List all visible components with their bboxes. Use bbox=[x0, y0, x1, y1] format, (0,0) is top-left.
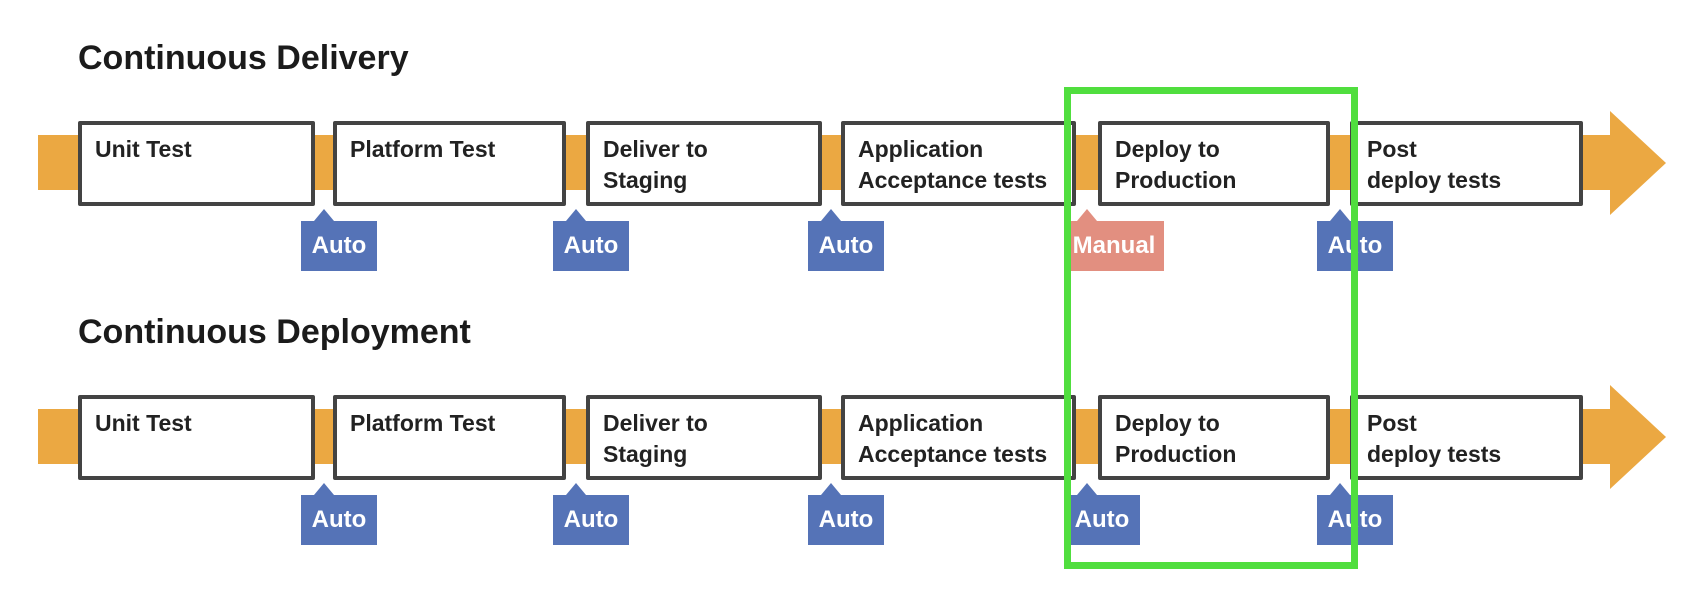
badge-label: Manual bbox=[1064, 221, 1164, 271]
badge-label: Auto bbox=[1317, 495, 1393, 545]
transition-badge-auto: Auto bbox=[1064, 483, 1140, 545]
stage-box-deliver-to-staging: Deliver to Staging bbox=[586, 395, 822, 480]
badge-label: Auto bbox=[301, 495, 377, 545]
transition-badge-manual: Manual bbox=[1064, 209, 1164, 271]
pipeline-title: Continuous Delivery bbox=[78, 39, 409, 77]
transition-badge-auto: Auto bbox=[301, 209, 377, 271]
badge-label: Auto bbox=[808, 221, 884, 271]
stage-label: Unit Test bbox=[95, 136, 192, 162]
badge-label: Auto bbox=[553, 495, 629, 545]
stage-box-unit-test: Unit Test bbox=[78, 121, 315, 206]
badge-notch-icon bbox=[821, 483, 841, 495]
badge-notch-icon bbox=[314, 209, 334, 221]
badge-notch-icon bbox=[821, 209, 841, 221]
stage-label: Deploy to Production bbox=[1115, 410, 1237, 467]
badge-notch-icon bbox=[1330, 209, 1350, 221]
stage-label: Deliver to Staging bbox=[603, 136, 708, 193]
stage-label: Application Acceptance tests bbox=[858, 410, 1048, 467]
badge-label: Auto bbox=[1064, 495, 1140, 545]
arrow-head-icon bbox=[1610, 385, 1666, 489]
transition-badge-auto: Auto bbox=[808, 483, 884, 545]
pipeline-title: Continuous Deployment bbox=[78, 313, 471, 351]
badge-notch-icon bbox=[314, 483, 334, 495]
stage-box-application-acceptance-tests: Application Acceptance tests bbox=[841, 395, 1076, 480]
stage-box-platform-test: Platform Test bbox=[333, 121, 566, 206]
badge-notch-icon bbox=[1077, 209, 1097, 221]
pipeline-continuous-deployment: Continuous Deployment Unit Test Platform… bbox=[0, 304, 1690, 554]
stage-box-platform-test: Platform Test bbox=[333, 395, 566, 480]
badge-label: Auto bbox=[553, 221, 629, 271]
stage-box-post-deploy-tests: Post deploy tests bbox=[1350, 121, 1583, 206]
transition-badge-auto: Auto bbox=[808, 209, 884, 271]
badge-label: Auto bbox=[1317, 221, 1393, 271]
stage-label: Deliver to Staging bbox=[603, 410, 708, 467]
badge-label: Auto bbox=[808, 495, 884, 545]
pipeline-continuous-delivery: Continuous Delivery Unit Test Platform T… bbox=[0, 30, 1690, 280]
transition-badge-auto: Auto bbox=[301, 483, 377, 545]
stage-box-unit-test: Unit Test bbox=[78, 395, 315, 480]
transition-badge-auto: Auto bbox=[553, 209, 629, 271]
stage-label: Post deploy tests bbox=[1367, 136, 1502, 193]
stage-box-deliver-to-staging: Deliver to Staging bbox=[586, 121, 822, 206]
badge-notch-icon bbox=[566, 209, 586, 221]
stage-label: Unit Test bbox=[95, 410, 192, 436]
stage-box-deploy-to-production: Deploy to Production bbox=[1098, 121, 1330, 206]
badge-label: Auto bbox=[301, 221, 377, 271]
stage-box-application-acceptance-tests: Application Acceptance tests bbox=[841, 121, 1076, 206]
stage-label: Application Acceptance tests bbox=[858, 136, 1048, 193]
transition-badge-auto: Auto bbox=[553, 483, 629, 545]
transition-badge-auto: Auto bbox=[1317, 209, 1393, 271]
stage-label: Deploy to Production bbox=[1115, 136, 1237, 193]
stage-label: Post deploy tests bbox=[1367, 410, 1502, 467]
transition-badge-auto: Auto bbox=[1317, 483, 1393, 545]
stage-box-deploy-to-production: Deploy to Production bbox=[1098, 395, 1330, 480]
badge-notch-icon bbox=[1077, 483, 1097, 495]
badge-notch-icon bbox=[566, 483, 586, 495]
badge-notch-icon bbox=[1330, 483, 1350, 495]
stage-label: Platform Test bbox=[350, 410, 496, 436]
stage-box-post-deploy-tests: Post deploy tests bbox=[1350, 395, 1583, 480]
arrow-head-icon bbox=[1610, 111, 1666, 215]
stage-label: Platform Test bbox=[350, 136, 496, 162]
